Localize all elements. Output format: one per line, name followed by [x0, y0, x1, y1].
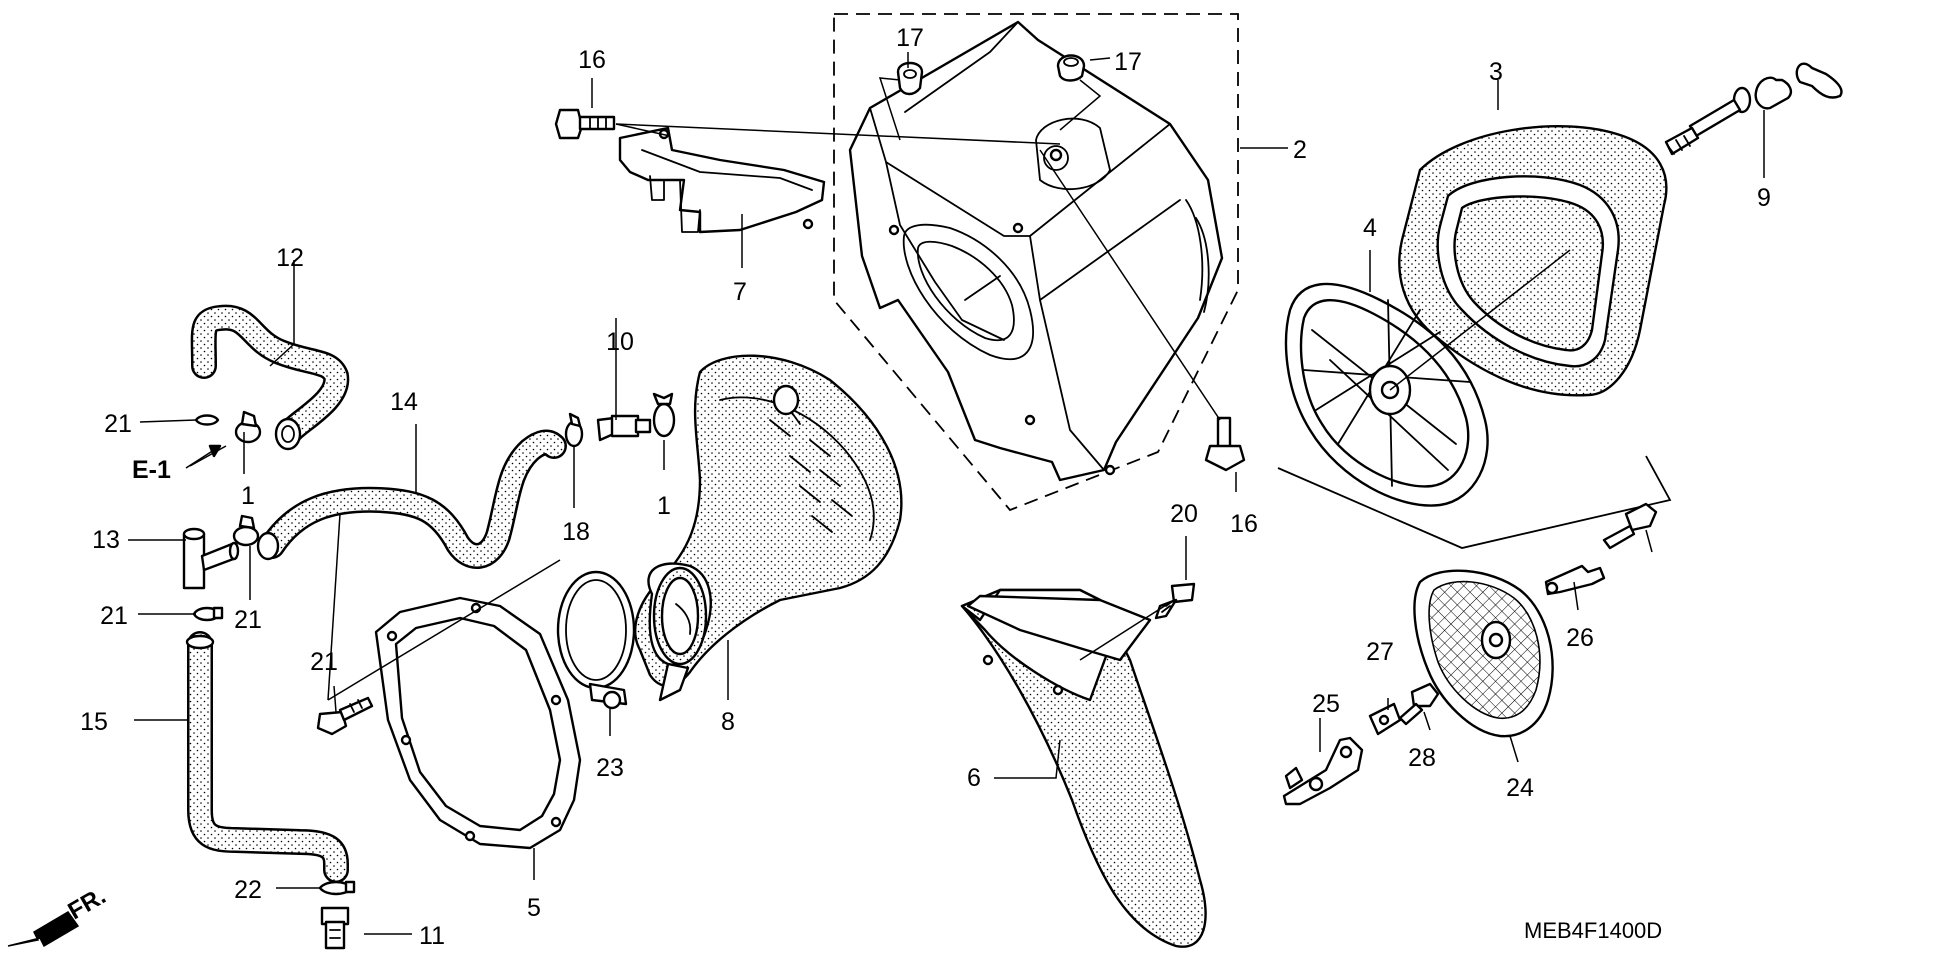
tapping-screw-19 [1154, 582, 1196, 620]
side-cover-23 [1413, 569, 1554, 738]
flange-bolt-top [554, 108, 616, 140]
breather-hose-14 [256, 429, 567, 569]
callout-26: 27 [1366, 638, 1394, 666]
drain-hose-15 [185, 631, 349, 883]
air-guide-plate [960, 588, 1207, 948]
band-clamp [556, 570, 636, 710]
hose-clip-center [652, 392, 676, 438]
breather-hose-12 [190, 304, 350, 451]
callout-1-center: 1 [657, 492, 671, 520]
callout-10: 10 [606, 328, 634, 356]
callout-12: 12 [276, 244, 304, 272]
callout-3: 3 [1489, 58, 1503, 86]
callout-17-right: 17 [1114, 48, 1142, 76]
drain-plug [320, 906, 350, 950]
hose-clip-21-bottom [318, 880, 356, 896]
callout-2: 2 [1293, 136, 1307, 164]
front-direction-arrow: FR. [7, 882, 110, 948]
diagram-code: MEB4F1400D [1524, 918, 1662, 943]
callout-9: 9 [1757, 184, 1771, 212]
callout-25: 26 [1566, 624, 1594, 652]
callout-8: 8 [721, 708, 735, 736]
hose-clip-21-mid [232, 514, 260, 547]
callout-17-left: 17 [896, 24, 924, 52]
callout-21-bottom: 22 [234, 876, 262, 904]
callout-19: 20 [1170, 500, 1198, 528]
callout-11: 11 [419, 922, 445, 950]
filter-assembly-boundary [1277, 455, 1672, 549]
clip-26 [1368, 702, 1402, 736]
callout-18: 18 [562, 518, 590, 546]
hose-clip-left [234, 410, 262, 444]
case-bracket [618, 126, 826, 234]
intake-gasket [374, 596, 582, 850]
callout-21-mid: 21 [234, 606, 262, 634]
breather-fitting [596, 414, 652, 442]
three-way-joint [182, 527, 240, 590]
callout-labels: 16 17 17 2 3 9 4 7 16 12 14 10 21 1 1 18… [80, 24, 1771, 950]
callout-1-left: 1 [241, 482, 255, 510]
air-cleaner-case [848, 20, 1224, 482]
hinge-bracket-24 [1282, 736, 1364, 806]
callout-7: 7 [733, 278, 747, 306]
callout-4: 4 [1363, 214, 1377, 242]
callout-22: 23 [596, 754, 624, 782]
bolt-27 [1398, 682, 1440, 726]
callout-21-top: 21 [104, 410, 132, 438]
callout-20: 21 [310, 648, 338, 676]
hose-clip-18 [564, 412, 584, 448]
callout-24: 25 [1312, 690, 1340, 718]
reference-e1-label: E-1 [132, 456, 171, 484]
grommet-left [896, 61, 924, 96]
callout-6: 6 [967, 764, 981, 792]
callout-23: 24 [1506, 774, 1534, 802]
air-intake-tube [634, 354, 903, 702]
reference-e1: E-1 [132, 444, 222, 484]
cover-bracket-25 [1544, 564, 1606, 596]
grommet-right [1056, 54, 1086, 82]
filter-holder-cage [1284, 249, 1571, 507]
hose-clip-21-lower [192, 606, 224, 622]
flange-bolt-lower [1204, 416, 1246, 472]
callout-5: 5 [527, 894, 541, 922]
callout-14: 14 [390, 388, 418, 416]
callout-13: 13 [92, 526, 120, 554]
callout-16-lower: 16 [1230, 510, 1258, 538]
wing-bolt [1664, 62, 1843, 156]
air-filter-element [1398, 125, 1668, 397]
leader-lines [128, 52, 1765, 935]
bolt-28 [1602, 502, 1658, 550]
callout-16-top: 16 [578, 46, 606, 74]
callout-15: 15 [80, 708, 108, 736]
callout-21-lower: 21 [100, 602, 128, 630]
callout-27: 28 [1408, 744, 1436, 772]
airbox-assembly-boundary [833, 13, 1239, 512]
hose-clip-21-top [194, 414, 220, 426]
tapping-screw-20 [316, 696, 374, 736]
